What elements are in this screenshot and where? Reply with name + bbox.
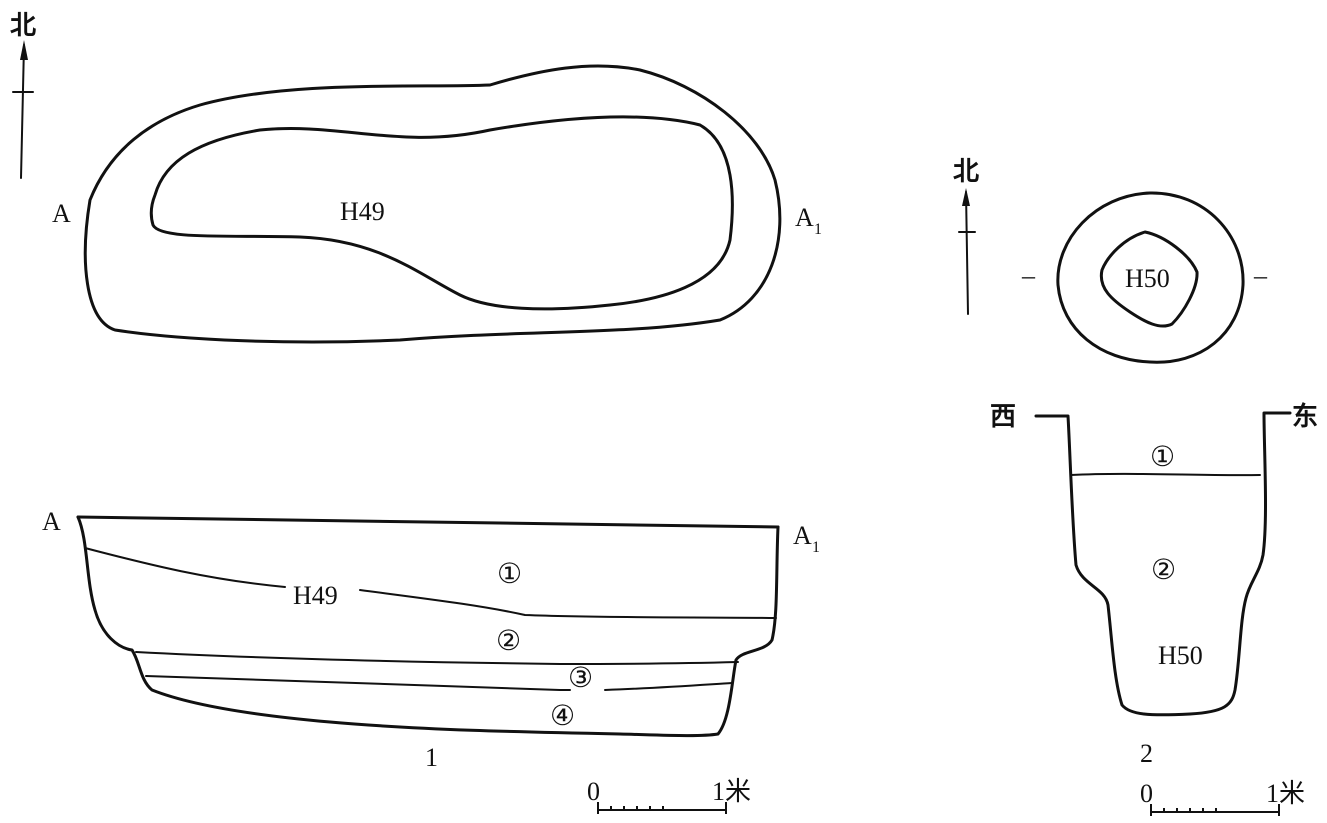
scale-bar-left-start: 0 — [587, 777, 600, 806]
h49-section-label: H49 — [293, 581, 338, 610]
h50-plan-outer-outline — [1056, 191, 1245, 364]
h49-plan-point-a1-sub: 1 — [814, 221, 822, 238]
h50-plan-label: H50 — [1125, 264, 1170, 293]
north-arrow-head — [20, 40, 28, 60]
scale-bar-left-end: 1米 — [712, 777, 751, 806]
h49-section-surface — [76, 515, 780, 529]
h50-plan-inner-outline — [1099, 230, 1199, 328]
h50-section: 西 东 ① ② H50 2 — [990, 401, 1318, 768]
h49-section-outline — [76, 515, 780, 738]
h49-layer-line-2 — [135, 651, 739, 665]
h49-section-point-a1: A — [793, 521, 812, 550]
h50-section-outline — [1034, 411, 1292, 717]
h50-plan-dash-right: – — [1253, 261, 1268, 290]
h49-section: A A 1 H49 ① ② ③ ④ 1 — [42, 507, 820, 772]
h50-layer-1-label: ① — [1150, 442, 1175, 473]
scale-bar-right: 0 1米 — [1140, 779, 1305, 816]
h49-layer-line-1-left — [84, 547, 286, 588]
h50-west-label: 西 — [990, 402, 1016, 432]
h50-layer-line-1 — [1070, 472, 1261, 477]
north-label-right: 北 — [953, 157, 979, 187]
h49-layer-1-label: ① — [497, 559, 522, 590]
north-arrow-right: 北 — [953, 157, 979, 315]
h49-plan-point-a: A — [52, 199, 71, 228]
h49-plan-outer-outline — [83, 64, 782, 344]
north-arrow-left: 北 — [10, 11, 36, 179]
h50-figure-number: 2 — [1140, 739, 1153, 768]
scale-bar-right-end: 1米 — [1266, 779, 1305, 808]
h49-plan-inner-outline — [149, 115, 734, 311]
h49-layer-line-3 — [145, 675, 571, 691]
h50-east-label: 东 — [1292, 401, 1318, 432]
scale-bar-left-ticks — [597, 802, 727, 814]
h49-plan-label: H49 — [340, 197, 385, 226]
north-arrow-right-shaft — [965, 191, 969, 315]
h49-layer-4-label: ④ — [550, 701, 575, 732]
h49-layer-3-label: ③ — [568, 663, 593, 694]
north-arrow-shaft — [20, 44, 25, 179]
scale-bar-left: 0 1米 — [587, 777, 751, 814]
h50-layer-2-label: ② — [1151, 555, 1176, 586]
h50-section-label: H50 — [1158, 641, 1203, 670]
h49-plan-point-a1: A — [795, 203, 814, 232]
north-arrow-right-head — [962, 188, 970, 206]
h49-layer-line-1-right — [359, 589, 777, 619]
h49-section-point-a: A — [42, 507, 61, 536]
scale-bar-right-ticks — [1150, 804, 1280, 816]
north-label-left: 北 — [10, 11, 36, 41]
h50-plan-dash-left: – — [1021, 261, 1036, 290]
h49-section-point-a1-sub: 1 — [812, 539, 820, 556]
h49-figure-number: 1 — [425, 743, 438, 772]
h49-layer-line-3-right — [604, 682, 733, 691]
scale-bar-right-start: 0 — [1140, 779, 1153, 808]
h49-plan: H49 A A 1 — [52, 64, 822, 344]
h50-plan: H50 – – — [1021, 191, 1268, 364]
h49-layer-2-label: ② — [496, 626, 521, 657]
